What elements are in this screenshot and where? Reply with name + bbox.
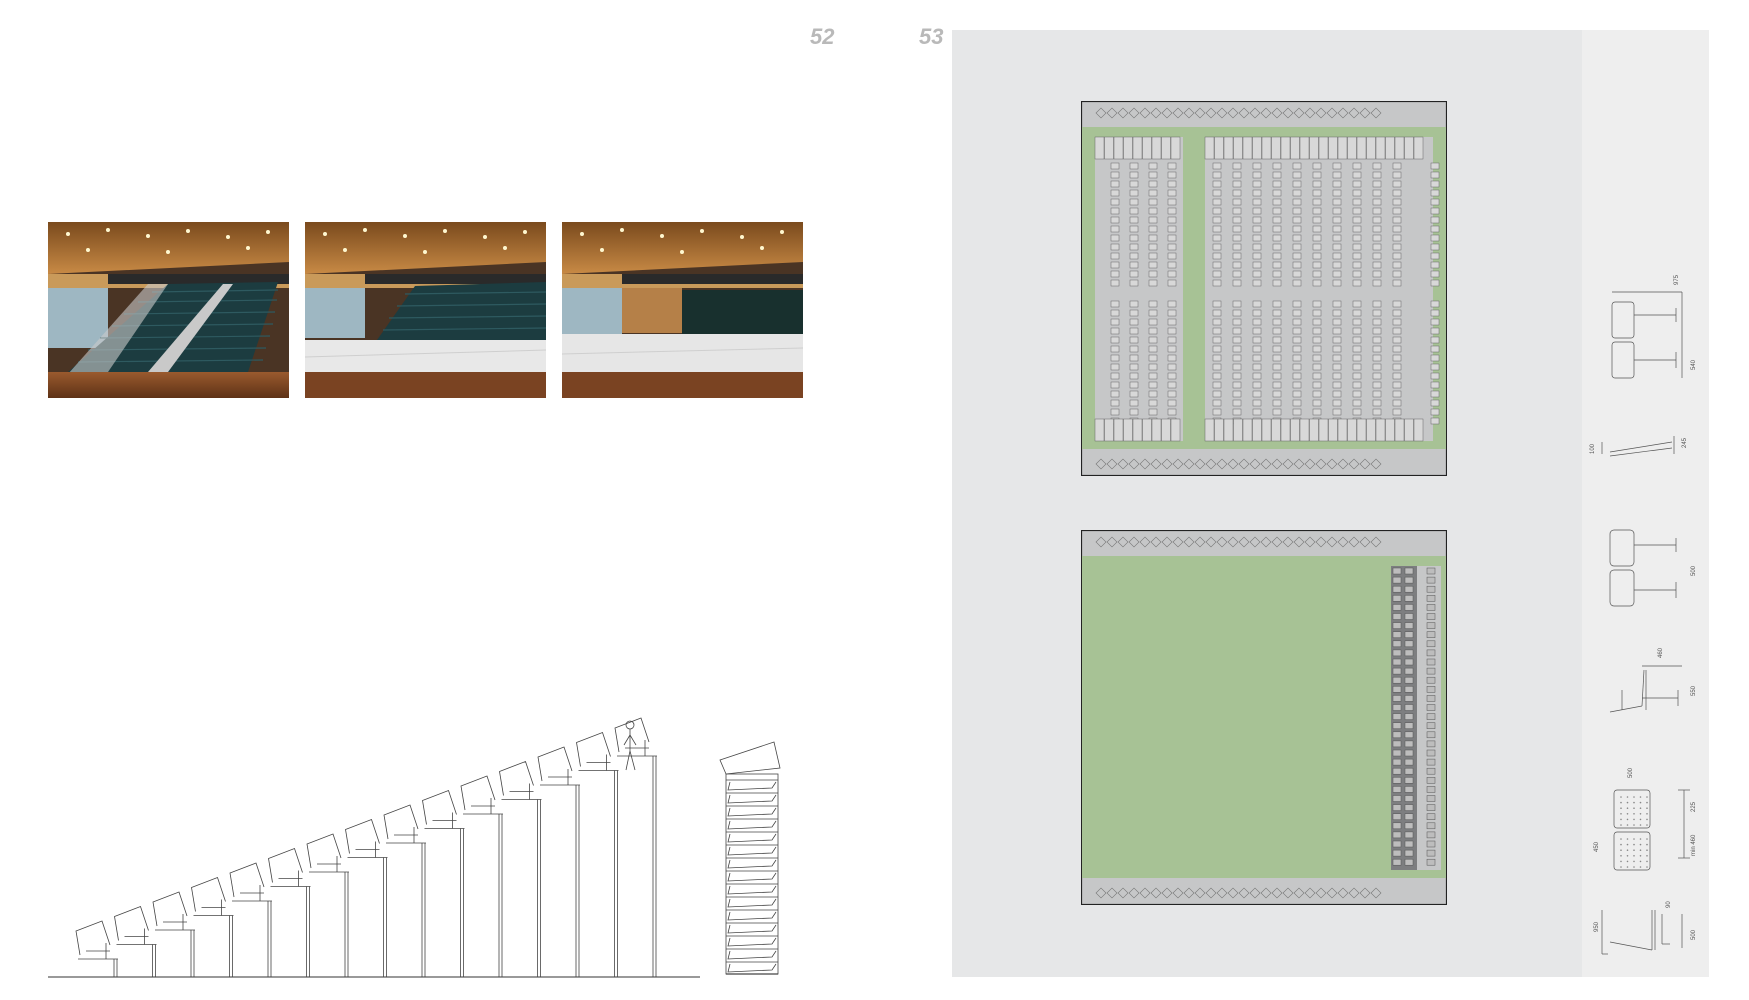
photo-seating-extended (48, 222, 289, 398)
dim-975: 975 (1674, 274, 1680, 285)
tribune-section-drawing (40, 715, 700, 985)
dim-450: 450 (1594, 841, 1600, 852)
dim-500a: 500 (1691, 565, 1697, 576)
dim-225: 225 (1691, 801, 1697, 812)
dim-550: 550 (1691, 685, 1697, 696)
dim-245: 245 (1682, 437, 1688, 448)
dim-500c: 500 (1691, 929, 1697, 940)
dim-90: 90 (1666, 901, 1672, 908)
dim-460: 460 (1658, 647, 1664, 658)
dim-540: 540 (1691, 359, 1697, 370)
photo-seating-retracted (562, 222, 803, 398)
seat-details-panel (1582, 30, 1709, 977)
dim-500b: 500 (1628, 767, 1634, 778)
dim-100: 100 (1590, 443, 1596, 454)
photo-seating-partial (305, 222, 546, 398)
plan-seating-extended (1080, 100, 1448, 481)
page-number-left: 52 (810, 24, 835, 49)
page-number-right: 53 (919, 24, 944, 49)
seat-detail-drawings: 975 540 100 245 500 460 550 500 225 450 … (1582, 30, 1709, 982)
plan-seating-retracted (1080, 529, 1448, 910)
tribune-retracted-drawing (716, 740, 788, 983)
dim-950: 950 (1594, 921, 1600, 932)
dim-min460: min 460 (1691, 834, 1697, 856)
